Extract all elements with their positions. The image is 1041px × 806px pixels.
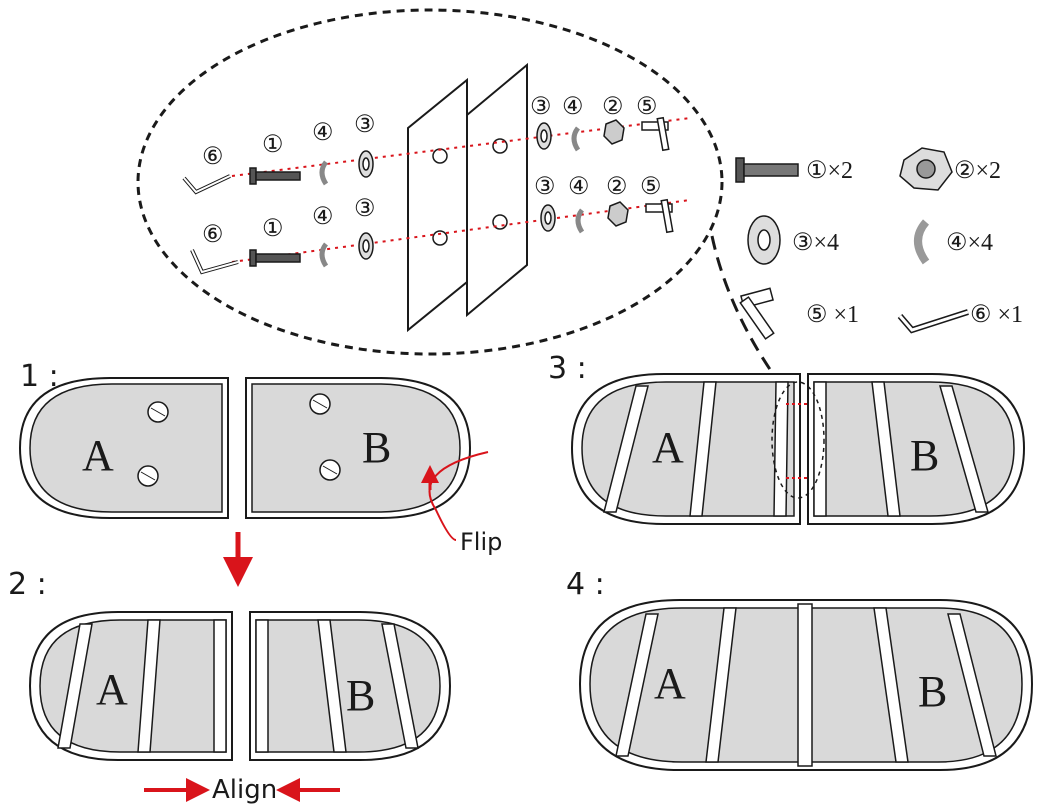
washer-icon — [747, 215, 781, 265]
spring-washer-icon — [319, 242, 329, 268]
callout-number: ② — [602, 94, 624, 120]
detail-numbers: ⑥ ① ④ ③ ③ ④ ② ⑤ ⑥ ① ④ ③ ③ ④ ② ⑤ — [202, 94, 662, 248]
step-number: 4 : — [566, 567, 605, 602]
parts-list — [735, 147, 969, 340]
align-label: Align — [212, 775, 277, 805]
panel-label-b: B — [362, 423, 391, 472]
step-number: 2 : — [8, 567, 47, 602]
hardware-detail-view: ⑥ ① ④ ③ ③ ④ ② ⑤ ⑥ ① ④ ③ ③ ④ ② ⑤ — [136, 8, 724, 356]
callout-number: ① — [262, 132, 284, 158]
part-count-bolt: ①×2 — [806, 158, 853, 184]
panel-label-a: A — [652, 423, 684, 472]
step-4: 4 : A B — [566, 567, 1034, 771]
part-count-spring-washer: ④×4 — [946, 230, 993, 256]
hardware-row-bottom — [190, 198, 674, 275]
frame-plate-left — [407, 77, 468, 333]
flip-arrow-icon — [428, 451, 489, 541]
callout-number: ⑥ — [202, 222, 224, 248]
callout-number: ③ — [534, 174, 556, 200]
spring-washer-icon — [571, 126, 581, 152]
step-1: 1 : A B Flip — [18, 359, 502, 556]
panel-label-a: A — [654, 659, 686, 708]
nut-icon — [603, 119, 625, 145]
part-count-washer: ③×4 — [792, 230, 839, 256]
panel-label-a: A — [96, 665, 128, 714]
callout-number: ③ — [354, 112, 376, 138]
nut-icon — [607, 201, 629, 227]
bolt-icon — [735, 157, 799, 183]
callout-number: ③ — [354, 196, 376, 222]
bolt-icon — [249, 167, 301, 185]
panel-label-b: B — [346, 671, 375, 720]
t-wrench-icon — [645, 198, 674, 234]
hardware-row-top — [182, 116, 670, 195]
callout-number: ③ — [530, 94, 552, 120]
spring-washer-icon — [319, 160, 329, 186]
callout-number: ⑤ — [636, 94, 658, 120]
callout-number: ④ — [568, 174, 590, 200]
panel-label-a: A — [82, 431, 114, 480]
flip-label: Flip — [460, 528, 502, 556]
callout-number: ④ — [312, 120, 334, 146]
callout-number: ④ — [312, 204, 334, 230]
callout-number: ④ — [562, 94, 584, 120]
t-wrench-icon — [739, 287, 775, 340]
step-2: 2 : A B Align — [8, 567, 452, 805]
joint-callout-ellipse — [771, 381, 825, 499]
part-count-t-wrench: ⑤ ×1 — [806, 302, 859, 328]
part-count-hex-key: ⑥ ×1 — [970, 302, 1023, 328]
step-number: 3 : — [548, 351, 587, 386]
panel-label-b: B — [910, 431, 939, 480]
part-count-nut: ②×2 — [954, 158, 1001, 184]
callout-number: ① — [262, 216, 284, 242]
spring-washer-icon — [575, 208, 585, 234]
callout-number: ⑤ — [640, 174, 662, 200]
hex-key-icon — [897, 309, 969, 334]
bolt-icon — [249, 249, 301, 267]
detail-callout-ellipse — [136, 8, 724, 356]
callout-number: ② — [606, 174, 628, 200]
spring-washer-icon — [914, 219, 930, 265]
step-3: 3 : A B — [548, 351, 1026, 525]
nut-icon — [899, 147, 953, 191]
panel-label-b: B — [918, 667, 947, 716]
callout-number: ⑥ — [202, 144, 224, 170]
t-wrench-icon — [641, 116, 670, 152]
frame-plate-right — [466, 62, 528, 318]
